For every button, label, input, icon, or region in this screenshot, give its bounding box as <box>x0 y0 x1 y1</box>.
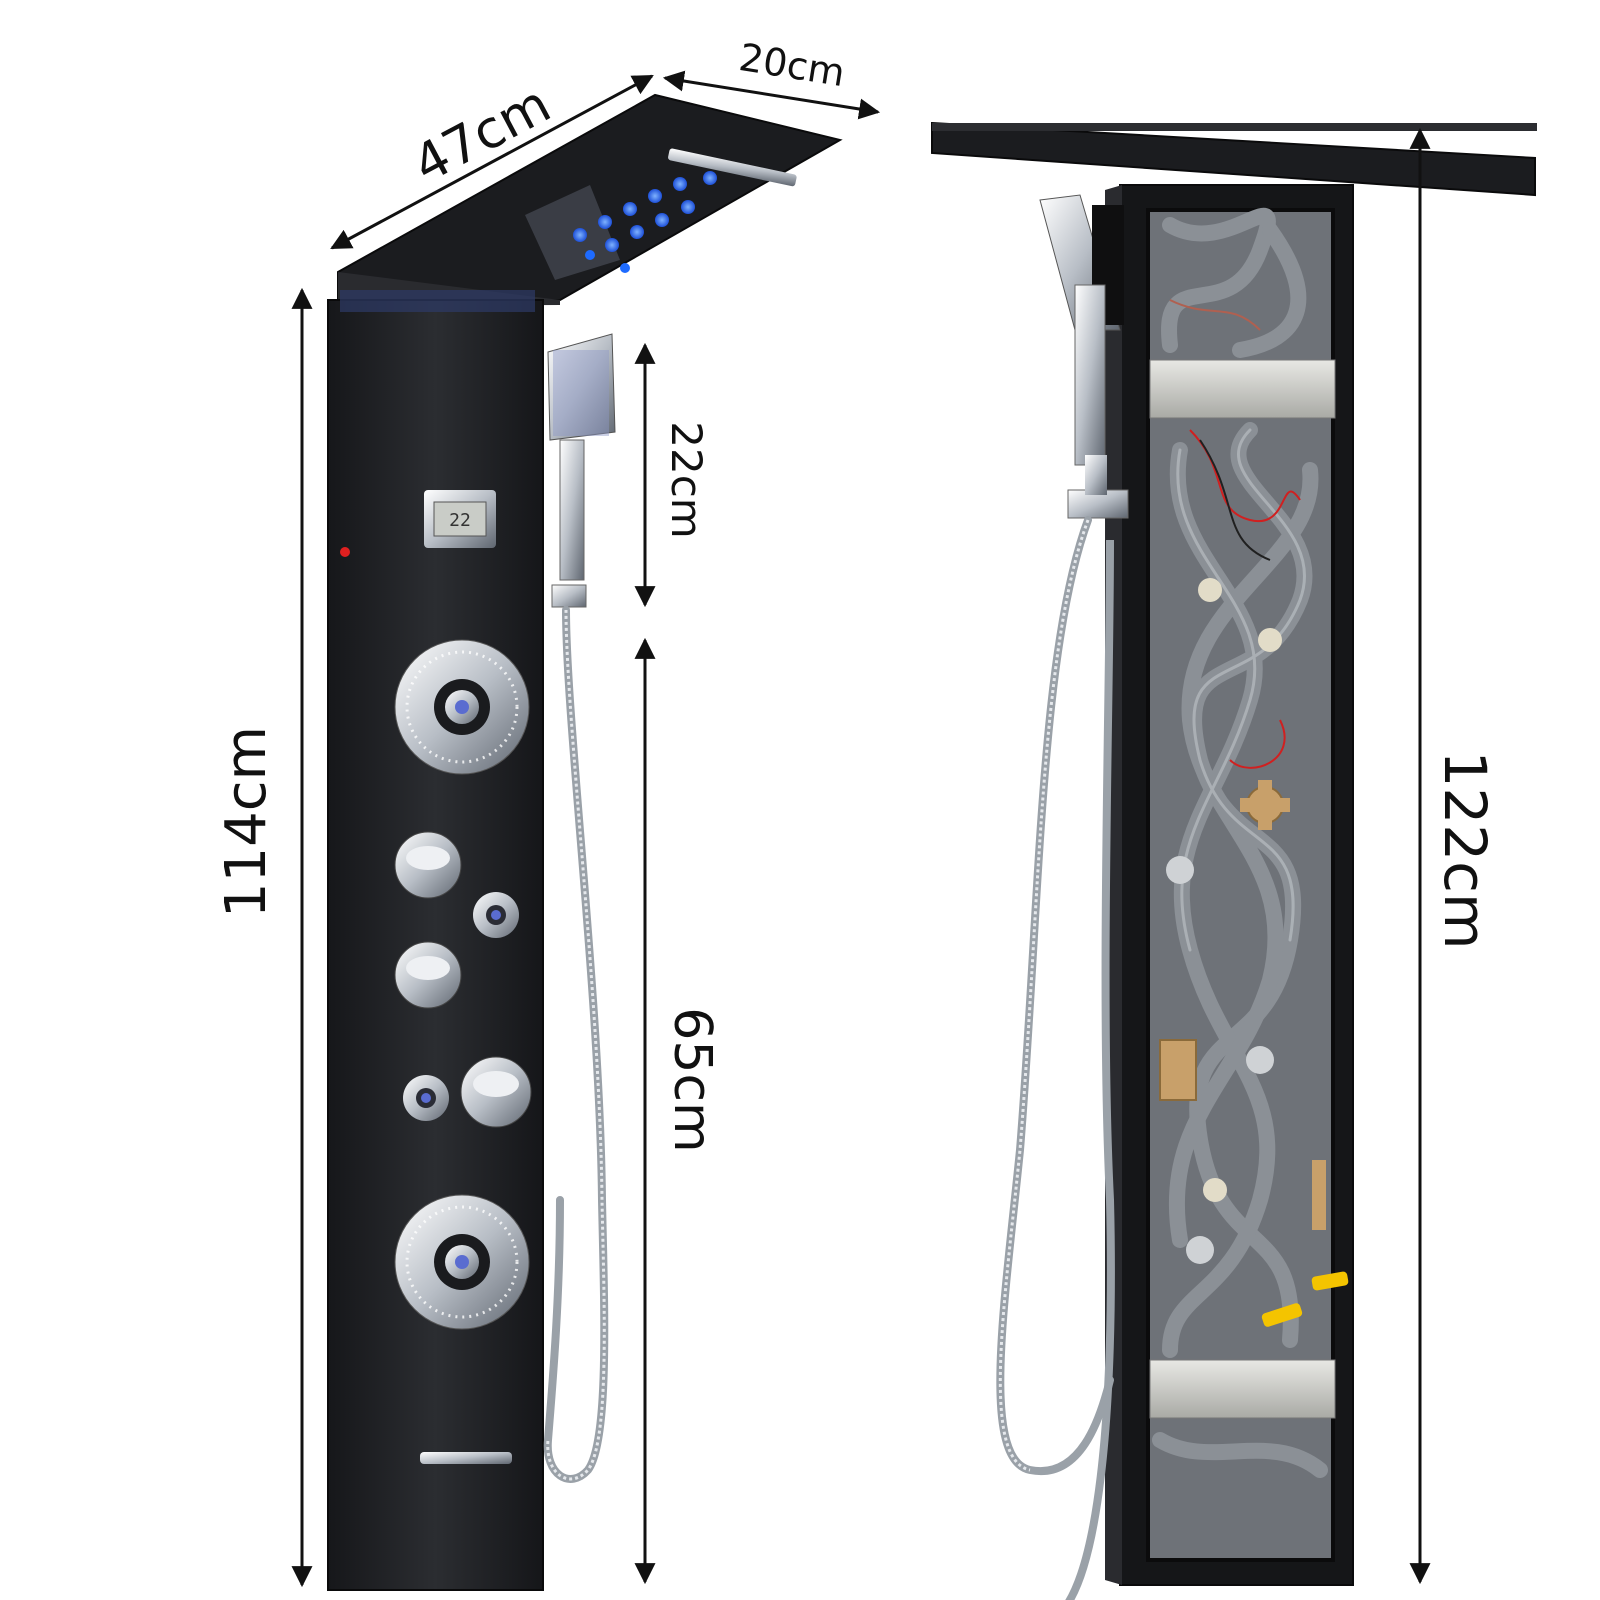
indicator-light <box>340 547 350 557</box>
label-hose-height: 65cm <box>662 1007 722 1152</box>
handheld-shower-back <box>1039 194 1129 519</box>
yellow-valves <box>1261 1271 1349 1327</box>
shower-hose <box>543 606 609 1483</box>
label-depth-top: 20cm <box>736 35 848 95</box>
mounting-bracket-top <box>1149 359 1336 419</box>
body-jet-1 <box>473 892 519 938</box>
control-knob-1 <box>394 831 462 899</box>
arrow-depth-top <box>662 70 881 120</box>
control-knob-2 <box>394 941 462 1009</box>
wiring <box>1169 299 1301 769</box>
shower-hose-back <box>1065 539 1115 1600</box>
mounting-bracket-bottom <box>1149 1359 1336 1419</box>
back-panel <box>931 121 1537 1600</box>
dimension-lines <box>291 70 1431 1588</box>
body-jet-2 <box>403 1075 449 1121</box>
massage-jet-lower <box>394 1194 530 1330</box>
front-panel: 22 <box>327 93 843 1591</box>
connectors <box>1166 578 1282 1264</box>
arrow-width-top <box>330 74 654 250</box>
display-reading: 22 <box>449 510 471 531</box>
massage-jet-upper <box>394 639 530 775</box>
label-handheld: 22cm <box>662 421 711 538</box>
tub-spout <box>420 1452 512 1464</box>
handheld-shower <box>547 333 616 608</box>
label-height-front: 114cm <box>214 726 279 918</box>
label-height-back: 122cm <box>1431 750 1499 949</box>
temperature-display: 22 <box>424 490 496 548</box>
control-knob-3 <box>460 1056 532 1128</box>
brass-fittings <box>1159 780 1326 1230</box>
